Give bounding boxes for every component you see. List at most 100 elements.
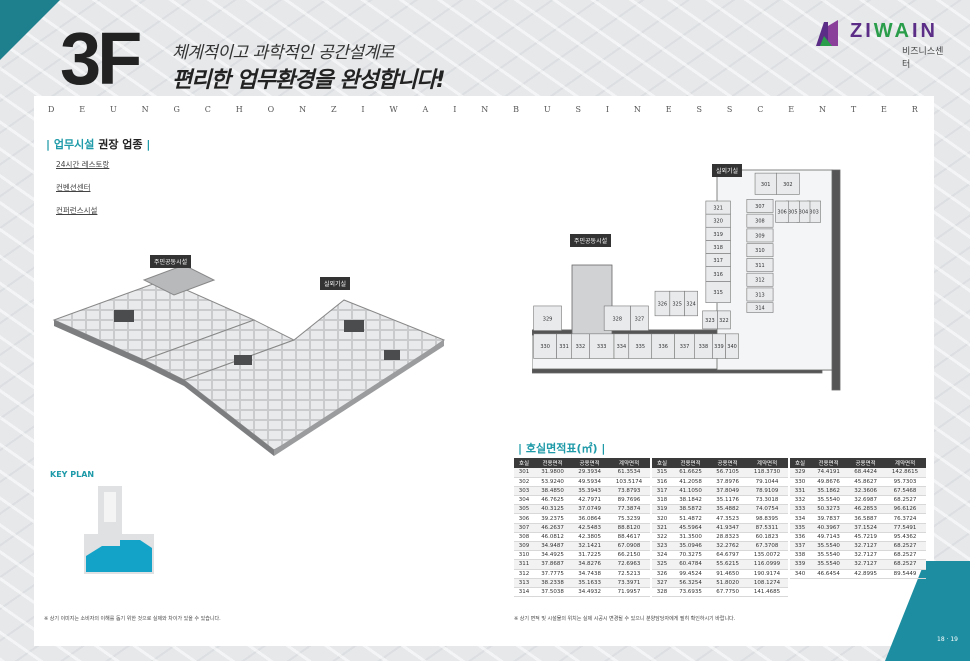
room-number: 305 bbox=[788, 210, 798, 216]
room-shape bbox=[746, 287, 774, 302]
list-item: 24시간 레스토랑 bbox=[56, 160, 110, 169]
table-cell: 32.6987 bbox=[847, 495, 885, 506]
room-340: 340 bbox=[725, 333, 739, 359]
room-311: 311 bbox=[746, 258, 774, 272]
table-cell: 55.6215 bbox=[709, 559, 747, 570]
table-cell: 67.7750 bbox=[709, 587, 747, 598]
table-cell: 35.5540 bbox=[810, 550, 848, 561]
table-cell: 37.0749 bbox=[571, 504, 609, 515]
room-320: 320 bbox=[705, 213, 731, 228]
room-number: 336 bbox=[658, 344, 668, 350]
table-cell: 42.8995 bbox=[847, 569, 885, 579]
table-cell: 35.5540 bbox=[810, 541, 848, 552]
table-cell: 328 bbox=[652, 587, 673, 598]
room-number: 317 bbox=[713, 258, 723, 264]
page-number: 18 · 19 bbox=[937, 636, 958, 643]
table-cell: 74.0754 bbox=[746, 504, 788, 515]
table-cell: 89.7696 bbox=[608, 495, 650, 506]
table-cell: 303 bbox=[514, 486, 535, 497]
table-cell: 76.3724 bbox=[884, 513, 926, 524]
room-324: 324 bbox=[684, 290, 698, 317]
list-item: 컨벤션센터 bbox=[56, 183, 91, 192]
room-shape bbox=[746, 272, 774, 287]
room-number: 309 bbox=[755, 233, 765, 239]
table-cell: 35.0946 bbox=[672, 541, 710, 552]
table-cell: 39.7837 bbox=[810, 513, 848, 524]
table-cell: 35.1862 bbox=[810, 486, 848, 497]
room-307: 307 bbox=[746, 199, 774, 213]
room-shape bbox=[746, 199, 774, 213]
room-shape bbox=[533, 305, 562, 331]
spaced-title-letter: B bbox=[513, 105, 520, 114]
table-header: 공용면적 bbox=[571, 458, 609, 468]
table-cell: 309 bbox=[514, 541, 535, 552]
spaced-title-letter: N bbox=[818, 105, 826, 114]
room-330: 330 bbox=[533, 333, 557, 359]
room-number: 326 bbox=[658, 302, 668, 308]
table-cell: 36.0864 bbox=[571, 513, 609, 524]
table-cell: 118.3730 bbox=[746, 468, 788, 478]
room-shape bbox=[705, 200, 731, 215]
table-cell: 35.1633 bbox=[571, 578, 609, 588]
room-319: 319 bbox=[705, 226, 731, 241]
table-cell: 41.9347 bbox=[709, 523, 747, 533]
table-cell: 71.9957 bbox=[608, 587, 650, 598]
table-cell: 38.5872 bbox=[672, 504, 710, 515]
room-shape bbox=[775, 200, 789, 223]
list-item: 컨퍼런스시설 bbox=[56, 206, 98, 215]
table-cell: 42.5483 bbox=[571, 523, 609, 533]
spaced-title-letter: E bbox=[665, 105, 672, 114]
room-337: 337 bbox=[674, 333, 695, 359]
table-cell: 32.7127 bbox=[847, 541, 885, 552]
table-header: 계약면적 bbox=[746, 458, 788, 468]
room-number: 340 bbox=[727, 344, 737, 350]
room-number: 321 bbox=[713, 206, 723, 212]
table-cell: 73.6935 bbox=[672, 587, 710, 598]
spaced-title-letter: I bbox=[605, 105, 610, 114]
table-cell: 41.2058 bbox=[672, 477, 710, 487]
table-cell: 32.7127 bbox=[847, 550, 885, 561]
table-cell: 301 bbox=[514, 468, 535, 478]
room-shape bbox=[746, 243, 774, 258]
room-333: 333 bbox=[589, 333, 615, 359]
spaced-title-letter: W bbox=[389, 105, 398, 114]
table-cell: 67.0908 bbox=[608, 541, 650, 552]
spaced-title-letter: N bbox=[633, 105, 641, 114]
table-cell: 41.1050 bbox=[672, 486, 710, 497]
spaced-title-letter: Z bbox=[330, 105, 337, 114]
room-312: 312 bbox=[746, 272, 774, 287]
room-number: 314 bbox=[755, 306, 765, 312]
table-cell: 35.3943 bbox=[571, 486, 609, 497]
table-cell: 68.2527 bbox=[884, 550, 926, 561]
table-cell: 35.4882 bbox=[709, 504, 747, 515]
table-cell: 31.9800 bbox=[534, 468, 572, 478]
table-cell: 74.4191 bbox=[810, 468, 848, 478]
room-323: 323 bbox=[702, 310, 718, 330]
table-cell: 28.8323 bbox=[709, 532, 747, 543]
table-cell: 324 bbox=[652, 550, 673, 561]
table-cell: 61.6625 bbox=[672, 468, 710, 478]
table-cell: 68.2527 bbox=[884, 541, 926, 552]
table-cell: 310 bbox=[514, 550, 535, 561]
headline-line1: 체계적이고 과학적인 공간설계로 bbox=[172, 43, 394, 63]
spaced-title-letter: U bbox=[543, 105, 551, 114]
table-header: 계약면적 bbox=[884, 458, 926, 468]
room-number: 320 bbox=[713, 219, 723, 225]
table-cell: 336 bbox=[790, 532, 811, 543]
table-cell: 73.8793 bbox=[608, 486, 650, 497]
table-header: 계약면적 bbox=[608, 458, 650, 468]
spaced-title-letter: N bbox=[141, 105, 149, 114]
spaced-title-letter: E bbox=[881, 105, 887, 114]
room-shape bbox=[746, 213, 774, 228]
table-cell: 46.6454 bbox=[810, 569, 848, 579]
room-number: 328 bbox=[613, 316, 623, 322]
table-cell: 40.3125 bbox=[534, 504, 572, 515]
room-number: 327 bbox=[635, 316, 645, 322]
